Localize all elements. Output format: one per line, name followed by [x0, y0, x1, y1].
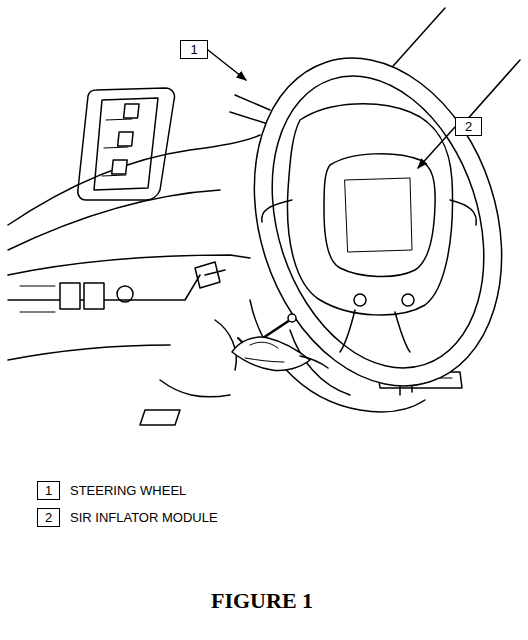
callout-number-box: 2 [37, 508, 60, 527]
callout-box: 2 [455, 117, 482, 136]
callout-number-box: 1 [37, 481, 60, 500]
callout-box: 1 [180, 40, 208, 59]
callout-number-box: 1 [180, 40, 208, 59]
legend-entry: 2 SIR INFLATOR MODULE [37, 508, 218, 527]
callout-number: 2 [465, 119, 472, 134]
callout-number: 1 [45, 483, 52, 498]
part-name: SIR INFLATOR MODULE [70, 510, 218, 525]
callout-number-box: 2 [455, 117, 482, 136]
figure-caption: FIGURE 1 [211, 588, 313, 614]
callout-number: 2 [45, 510, 52, 525]
legend-entry: 1 STEERING WHEEL [37, 481, 187, 500]
part-name: STEERING WHEEL [70, 483, 186, 498]
callout-number: 1 [190, 42, 197, 57]
